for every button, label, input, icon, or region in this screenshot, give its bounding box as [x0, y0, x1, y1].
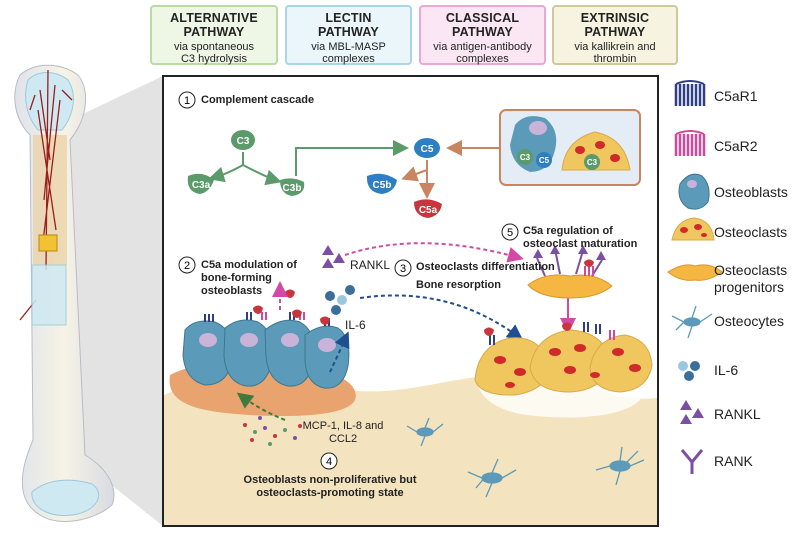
svg-text:C3: C3	[520, 153, 531, 162]
arrow-to-c3a	[208, 166, 226, 183]
c3-on-osteoblast: C3	[517, 149, 533, 165]
svg-text:C3a: C3a	[192, 180, 211, 191]
il6-cluster	[325, 285, 355, 315]
legend-osteoblast-icon	[678, 173, 710, 210]
legend-rank-label: RANK	[714, 453, 753, 469]
legend-il6-icon	[678, 361, 700, 381]
svg-text:3: 3	[400, 263, 406, 275]
legend-osteocytes-label: Osteocytes	[714, 313, 785, 329]
rankl-label: RANKL	[350, 258, 391, 272]
c5b-molecule: C5b	[366, 173, 397, 194]
legend-osteoblasts-label: Osteoblasts	[714, 184, 788, 200]
step-1-label: Complement cascade	[201, 94, 315, 106]
legend-c5ar1-icon	[674, 80, 706, 106]
femur-bone-illustration	[14, 64, 115, 522]
step-2-marker: 2	[178, 256, 196, 274]
legend-progenitor-icon	[667, 264, 723, 281]
svg-text:C5b: C5b	[373, 180, 392, 191]
svg-text:C5: C5	[421, 144, 434, 155]
osteocytes	[406, 417, 645, 498]
arrow-to-c3b	[264, 169, 282, 186]
il6-to-osteoclast-arrow	[359, 294, 524, 341]
svg-text:C5: C5	[539, 156, 550, 165]
osteoblast-to-il6-arrow	[329, 331, 350, 373]
legend-osteoclast-icon	[671, 217, 715, 241]
legend-osteoclasts-label: Osteoclasts	[714, 224, 788, 240]
c5-molecule: C5	[414, 138, 440, 158]
rankl-cluster	[322, 245, 345, 268]
c5a-molecule: C5a	[414, 199, 442, 218]
svg-text:4: 4	[326, 456, 332, 468]
il6-label: IL-6	[345, 318, 366, 332]
c3-on-osteoclast: C3	[584, 154, 600, 170]
legend-c5ar2-label: C5aR2	[714, 138, 758, 154]
legend-progenitors-label: Osteoclasts progenitors	[714, 262, 788, 295]
osteoclast-progenitor	[527, 245, 613, 299]
legend-c5ar2-icon	[674, 130, 706, 156]
svg-text:2: 2	[184, 260, 190, 272]
c3b-molecule: C3b	[280, 178, 305, 196]
mature-osteoclasts	[474, 322, 653, 396]
svg-text:C3b: C3b	[283, 183, 302, 194]
legend-rankl-icon	[680, 400, 704, 424]
c3-molecule: C3	[231, 130, 255, 150]
svg-text:C3: C3	[587, 158, 598, 167]
svg-text:C3: C3	[237, 136, 250, 147]
c3a-molecule: C3a	[187, 173, 214, 194]
c3b-to-c5-arrow	[295, 140, 409, 176]
legend-osteocyte-icon	[671, 305, 713, 339]
c5a-bound-markers	[253, 289, 330, 325]
svg-text:C5a: C5a	[419, 205, 438, 216]
legend-il6-label: IL-6	[714, 362, 739, 378]
chemokine-dots	[243, 416, 302, 446]
step-1-marker: 1	[178, 91, 196, 109]
c5-on-osteoblast: C5	[536, 152, 552, 168]
step-4-marker: 4	[320, 452, 338, 470]
c5-to-c5b-arrow	[405, 160, 428, 178]
svg-text:1: 1	[184, 95, 190, 107]
legend-c5ar1-label: C5aR1	[714, 88, 758, 104]
legend-rankl-label: RANKL	[714, 406, 761, 422]
legend-rank-icon	[680, 449, 704, 474]
step-5-marker: 5	[501, 223, 519, 241]
svg-text:5: 5	[507, 227, 513, 239]
step-3-marker: 3	[394, 259, 412, 277]
